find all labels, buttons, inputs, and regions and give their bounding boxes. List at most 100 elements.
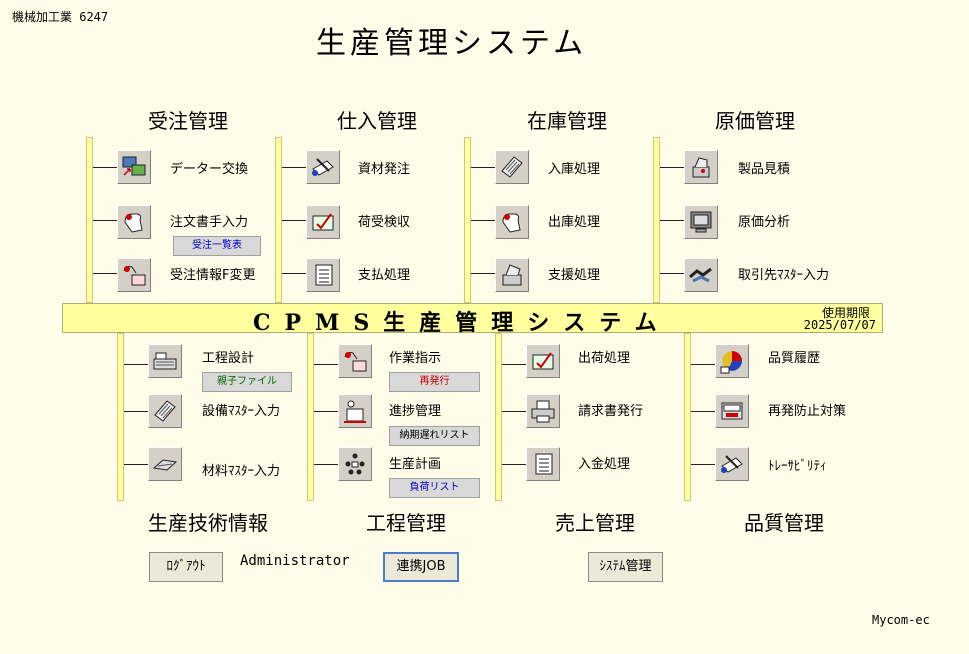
material-master-button[interactable] — [148, 447, 182, 481]
order-list-button[interactable]: 受注一覧表 — [173, 236, 261, 256]
partner-master-icon — [689, 267, 712, 283]
work-instruction-button[interactable] — [338, 344, 372, 378]
page-title: 生産管理システム — [316, 26, 588, 61]
progress-icon — [344, 400, 366, 423]
connector-line — [93, 220, 117, 221]
deposit-button[interactable] — [526, 447, 560, 481]
connector-line — [282, 167, 306, 168]
menu-label-payment: 支払処理 — [358, 268, 411, 283]
tree-bar — [86, 137, 93, 303]
section-title-quality: 品質管理 — [744, 511, 824, 535]
menu-label-stock-out: 出庫処理 — [548, 215, 601, 230]
support-icon — [502, 264, 522, 286]
company-name: 機械加工業 6247 — [12, 10, 109, 24]
menu-label-work-instruction: 作業指示 — [389, 351, 442, 366]
tree-bar — [307, 333, 314, 501]
material-master-icon — [152, 459, 178, 471]
prevention-button[interactable] — [715, 394, 749, 428]
quality-history-button[interactable] — [715, 344, 749, 378]
order-change-button[interactable] — [117, 258, 151, 292]
expiry-label: 使用期限 — [821, 306, 870, 320]
deposit-icon — [535, 453, 553, 475]
traceability-icon — [721, 455, 743, 473]
order-input-icon — [124, 213, 143, 233]
connector-line — [660, 167, 684, 168]
tree-bar — [464, 137, 471, 303]
menu-label-production-plan: 生産計画 — [389, 457, 442, 472]
order-input-button[interactable] — [117, 205, 151, 239]
order-change-icon — [123, 266, 146, 286]
connector-line — [660, 220, 684, 221]
connector-line — [502, 464, 526, 465]
partner-master-button[interactable] — [684, 258, 718, 292]
estimate-button[interactable] — [684, 150, 718, 184]
stock-in-icon — [501, 156, 523, 178]
material-order-button[interactable] — [306, 150, 340, 184]
vendor-label: Mycom-ec — [872, 613, 930, 627]
progress-button[interactable] — [338, 394, 372, 428]
section-title-sales: 売上管理 — [555, 511, 635, 535]
link-job-button[interactable]: 連携JOB — [383, 552, 459, 582]
process-design-button[interactable] — [148, 344, 182, 378]
menu-label-order-change: 受注情報F変更 — [170, 268, 256, 283]
estimate-icon — [692, 157, 710, 178]
menu-label-traceability: ﾄﾚｰｻﾋﾞﾘﾃｨ — [768, 459, 827, 474]
menu-label-data-exchange: データー交換 — [170, 162, 249, 177]
reissue-button[interactable]: 再発行 — [389, 372, 480, 392]
menu-label-shipping: 出荷処理 — [578, 351, 631, 366]
menu-label-process-design: 工程設計 — [202, 351, 255, 366]
connector-line — [691, 464, 715, 465]
menu-label-partner-master: 取引先ﾏｽﾀｰ入力 — [738, 268, 830, 283]
late-delivery-list-button[interactable]: 納期遅れリスト — [389, 426, 480, 446]
section-title-process: 工程管理 — [366, 511, 446, 535]
shipping-button[interactable] — [526, 344, 560, 378]
system-admin-button[interactable]: ｼｽﾃﾑ管理 — [588, 552, 663, 582]
receiving-button[interactable] — [306, 205, 340, 239]
user-name: Administrator — [240, 553, 350, 569]
equipment-master-icon — [154, 400, 176, 422]
traceability-button[interactable] — [715, 447, 749, 481]
connector-line — [314, 464, 338, 465]
stock-out-icon — [502, 213, 521, 233]
connector-line — [124, 411, 148, 412]
work-instruction-icon — [344, 352, 367, 372]
menu-label-order-input: 注文書手入力 — [170, 215, 249, 230]
banner-title: CPMS生産管理システム — [253, 310, 671, 336]
menu-label-quality-history: 品質履歴 — [768, 351, 821, 366]
connector-line — [471, 167, 495, 168]
payment-button[interactable] — [306, 258, 340, 292]
equipment-master-button[interactable] — [148, 394, 182, 428]
data-exchange-icon — [122, 156, 146, 176]
menu-label-deposit: 入金処理 — [578, 457, 631, 472]
parent-child-file-button[interactable]: 親子ファイル — [202, 372, 292, 392]
stock-in-button[interactable] — [495, 150, 529, 184]
tree-bar — [275, 137, 282, 303]
section-title-production-engineering: 生産技術情報 — [148, 511, 268, 535]
quality-history-icon — [720, 351, 742, 374]
cost-analysis-icon — [690, 211, 712, 233]
invoice-button[interactable] — [526, 394, 560, 428]
stock-out-button[interactable] — [495, 205, 529, 239]
production-plan-button[interactable] — [338, 447, 372, 481]
load-list-button[interactable]: 負荷リスト — [389, 478, 480, 498]
support-button[interactable] — [495, 258, 529, 292]
connector-line — [691, 411, 715, 412]
tree-bar — [653, 137, 660, 303]
connector-line — [93, 167, 117, 168]
connector-line — [660, 273, 684, 274]
invoice-icon — [531, 400, 555, 423]
logout-button[interactable]: ﾛｸﾞｱｳﾄ — [149, 552, 223, 582]
data-exchange-button[interactable] — [117, 150, 151, 184]
menu-label-receiving: 荷受検収 — [358, 215, 411, 230]
connector-line — [124, 464, 148, 465]
cost-analysis-button[interactable] — [684, 205, 718, 239]
connector-line — [282, 273, 306, 274]
menu-label-support: 支援処理 — [548, 268, 601, 283]
tree-bar — [684, 333, 691, 501]
shipping-icon — [532, 352, 554, 370]
connector-line — [502, 411, 526, 412]
tree-bar — [495, 333, 502, 501]
connector-line — [124, 364, 148, 365]
tree-bar — [117, 333, 124, 501]
receiving-icon — [312, 213, 334, 231]
